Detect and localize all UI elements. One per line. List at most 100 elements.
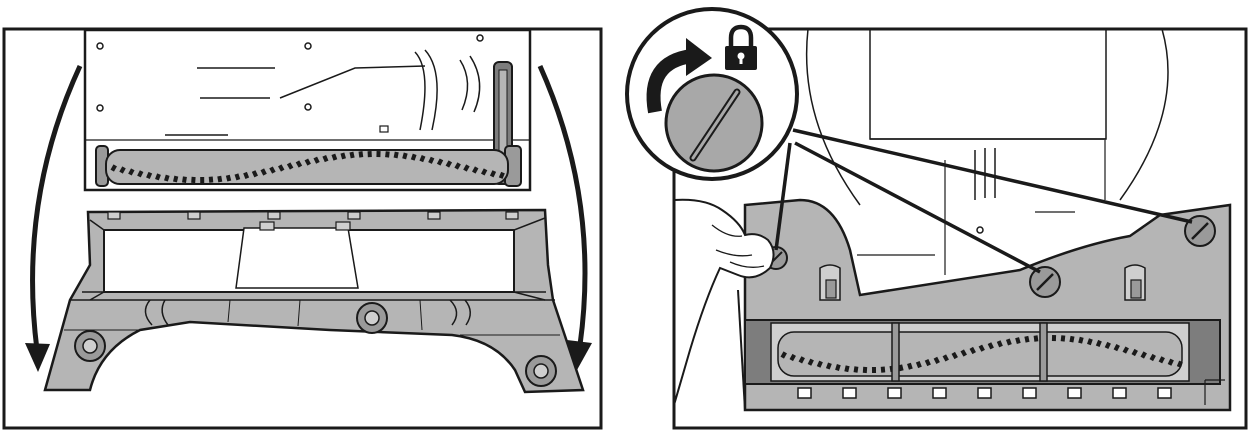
- bristle-tuft: [393, 151, 399, 159]
- bristle-tuft: [376, 151, 381, 158]
- bristle-tuft: [331, 153, 338, 161]
- bristle-tuft: [322, 155, 329, 163]
- bristle-tuft: [1015, 337, 1021, 344]
- bristle-tuft: [445, 160, 453, 168]
- bristle-tuft: [260, 168, 267, 176]
- bristle-tuft: [358, 151, 364, 158]
- base-plate-screw-2: [356, 302, 388, 334]
- bristle-tuft: [1095, 339, 1102, 348]
- bristle-tuft: [780, 351, 787, 359]
- bristle-tuft: [367, 150, 372, 158]
- bristle-tuft: [951, 351, 958, 360]
- bristle-tuft: [481, 168, 488, 176]
- bristle-tuft: [119, 166, 126, 174]
- arrow-down-left-icon: [25, 64, 83, 372]
- bristle-tuft: [155, 173, 161, 181]
- rotate-arrow-icon: [646, 38, 712, 114]
- base-plate-screw-1: [74, 330, 106, 362]
- bristle-tuft: [286, 162, 294, 170]
- base-screw-center: [1029, 266, 1061, 298]
- bristle-tuft: [915, 361, 922, 369]
- vacuum-body-upper-right: [805, 29, 1169, 275]
- bristle-tuft: [498, 171, 505, 179]
- bristle-tuft: [269, 166, 276, 174]
- bristle-tuft: [110, 164, 117, 172]
- bristle-tuft: [225, 174, 232, 182]
- bristle-tuft: [251, 170, 258, 178]
- bristle-tuft: [1140, 351, 1147, 359]
- bristle-tuft: [313, 156, 320, 164]
- bristle-tuft: [402, 152, 408, 160]
- bristle-tuft: [200, 176, 205, 183]
- bristle-tuft: [1122, 346, 1129, 354]
- bristle-tuft: [1078, 336, 1084, 344]
- brushroll-window: [770, 322, 1190, 382]
- bristle-tuft: [844, 365, 850, 373]
- bristle-tuft: [428, 156, 435, 164]
- bristle-tuft: [164, 174, 170, 182]
- bristle-tuft: [960, 349, 967, 357]
- bristle-tuft: [304, 158, 311, 166]
- right-panel-frame: [672, 27, 1248, 430]
- bristle-tuft: [789, 353, 796, 362]
- left-panel: [2, 27, 603, 430]
- bristle-tuft: [1176, 360, 1183, 368]
- bristle-tuft: [340, 152, 346, 160]
- bristle-tuft: [1104, 341, 1111, 350]
- bristle-tuft: [243, 171, 250, 179]
- bristle-tuft: [137, 170, 144, 178]
- bristle-tuft: [942, 354, 949, 362]
- lock-icon: [725, 24, 757, 70]
- bristle-tuft: [996, 340, 1003, 348]
- bristle-tuft: [278, 164, 285, 172]
- bristle-tuft: [924, 358, 931, 367]
- bristle-tuft: [234, 173, 241, 181]
- bristle-tuft: [1167, 358, 1174, 366]
- bristle-tuft: [825, 362, 832, 370]
- bristle-tuft: [969, 346, 976, 355]
- base-screw-right: [1184, 215, 1216, 247]
- bristle-tuft: [1005, 338, 1012, 346]
- bristle-tuft: [835, 364, 841, 371]
- bristle-tuft: [1087, 338, 1093, 346]
- bristle-tuft: [463, 164, 470, 172]
- bristle-tuft: [978, 344, 985, 352]
- bristle-tuft: [807, 358, 814, 366]
- bristle-tuft: [208, 176, 214, 183]
- bristle-tuft: [1149, 353, 1156, 362]
- bristle-tuft: [1060, 335, 1066, 342]
- bristle-tuft: [1158, 356, 1165, 364]
- screw-callout-magnifier: [625, 7, 799, 181]
- arrow-down-right-icon: [537, 64, 592, 370]
- bristle-tuft: [472, 166, 479, 174]
- bristle-tuft: [1033, 335, 1039, 342]
- bristle-tuft: [871, 366, 877, 373]
- bristle-tuft: [349, 151, 355, 159]
- bristle-tuft: [419, 155, 426, 163]
- callout-leader-lines: [774, 128, 1193, 274]
- bristle-tuft: [907, 362, 913, 370]
- bristle-tuft: [987, 342, 994, 350]
- bristle-tuft: [191, 176, 196, 184]
- bristle-tuft: [173, 175, 179, 183]
- bristle-tuft: [128, 168, 135, 176]
- bristle-tuft: [862, 366, 868, 374]
- bristle-tuft: [880, 366, 886, 373]
- brushroll: [95, 145, 522, 187]
- bristle-tuft: [410, 153, 417, 161]
- bristle-tuft: [217, 175, 223, 183]
- bristle-tuft: [436, 158, 444, 166]
- base-plate-screw-3: [525, 355, 557, 387]
- bristle-tuft: [182, 176, 187, 183]
- bristle-tuft: [1131, 348, 1138, 357]
- right-panel: [625, 7, 1248, 430]
- bristle-tuft: [816, 360, 823, 368]
- bristle-tuft: [1024, 335, 1030, 343]
- screw-magnified: [664, 73, 764, 173]
- bristle-tuft: [454, 162, 461, 170]
- bristle-tuft: [385, 151, 390, 158]
- bristle-tuft: [295, 160, 303, 168]
- hand-illustration: [674, 198, 775, 406]
